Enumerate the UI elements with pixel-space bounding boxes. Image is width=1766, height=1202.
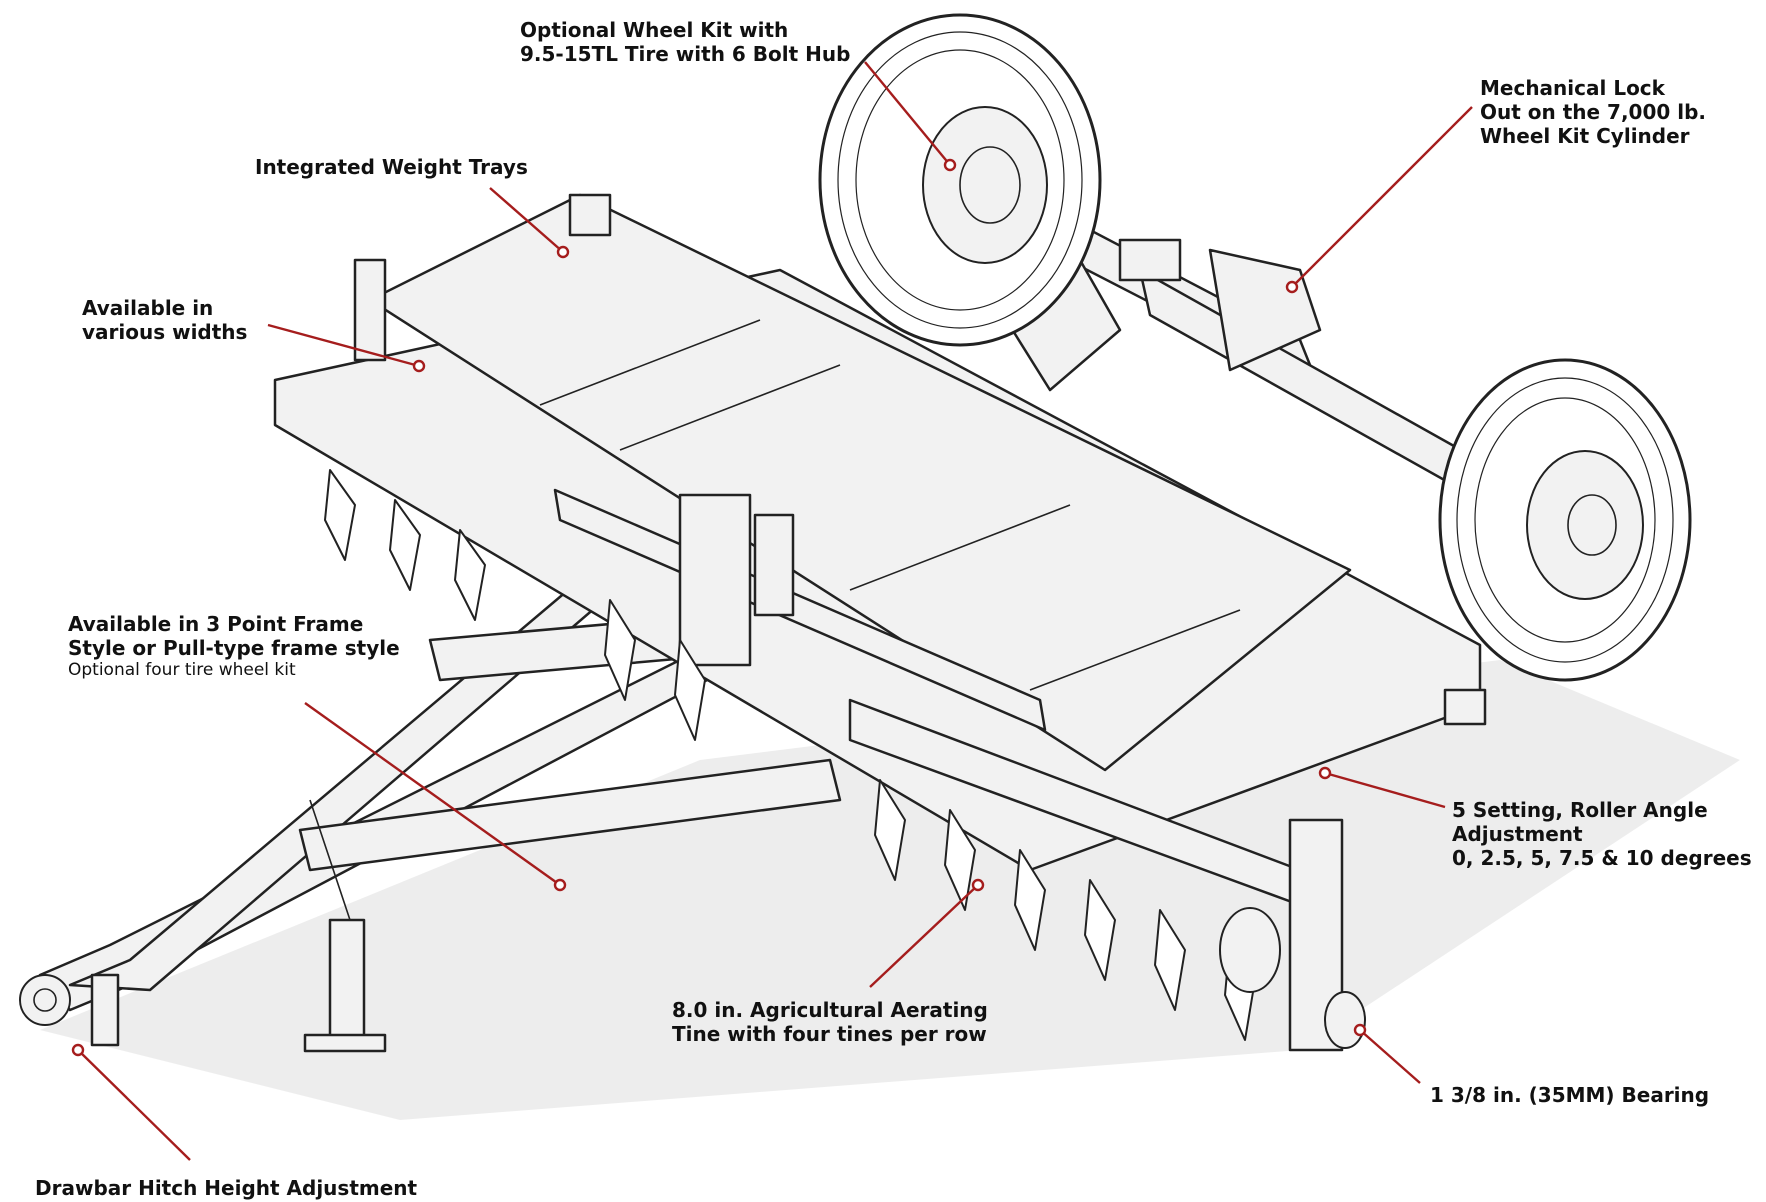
callout-hitch: Drawbar Hitch Height Adjustment [35, 1176, 417, 1200]
callout-widths: Available in various widths [82, 296, 247, 344]
wheel-lower [1438, 358, 1692, 682]
callout-roller-angle-line-2: Adjustment [1452, 822, 1583, 846]
callout-mechanical-lock: Mechanical Lock Out on the 7,000 lb. Whe… [1480, 76, 1706, 148]
callout-roller-angle-line-3: 0, 2.5, 5, 7.5 & 10 degrees [1452, 846, 1752, 870]
rear-axle [983, 173, 1482, 502]
callout-hitch-line-1: Drawbar Hitch Height Adjustment [35, 1176, 418, 1200]
callout-frame-style-line-1: Available in 3 Point Frame [68, 612, 364, 636]
tongue-frame [19, 578, 892, 1053]
callout-frame-style: Available in 3 Point Frame Style or Pull… [68, 612, 400, 680]
callout-widths-line-1: Available in [82, 296, 214, 320]
callout-tine-line-2: Tine with four tines per row [672, 1022, 987, 1046]
callout-widths-line-2: various widths [82, 320, 248, 344]
callout-tine-line-1: 8.0 in. Agricultural Aerating [672, 998, 988, 1022]
callout-mechanical-lock-line-1: Mechanical Lock [1480, 76, 1665, 100]
callout-tine: 8.0 in. Agricultural Aerating Tine with … [672, 998, 988, 1046]
callout-wheel-kit: Optional Wheel Kit with 9.5-15TL Tire wi… [520, 18, 850, 66]
callout-weight-trays-line-1: Integrated Weight Trays [255, 155, 528, 179]
callout-weight-trays: Integrated Weight Trays [255, 155, 528, 179]
leader-lines [71, 61, 1473, 1161]
main-frame [273, 193, 1487, 1052]
callout-frame-style-note: Optional four tire wheel kit [68, 660, 296, 680]
callout-frame-style-line-2: Style or Pull-type frame style [68, 636, 400, 660]
callout-wheel-kit-line-1: Optional Wheel Kit with [520, 18, 789, 42]
callout-roller-angle-line-1: 5 Setting, Roller Angle [1452, 798, 1708, 822]
callout-bearing: 1 3/8 in. (35MM) Bearing [1430, 1083, 1709, 1107]
callout-wheel-kit-line-2: 9.5-15TL Tire with 6 Bolt Hub [520, 42, 851, 66]
callout-mechanical-lock-line-3: Wheel Kit Cylinder [1480, 124, 1690, 148]
tine-gangs [324, 469, 1366, 1049]
wheel-upper [818, 13, 1102, 347]
callout-mechanical-lock-line-2: Out on the 7,000 lb. [1480, 100, 1707, 124]
callout-bearing-line-1: 1 3/8 in. (35MM) Bearing [1430, 1083, 1710, 1107]
callout-roller-angle: 5 Setting, Roller Angle Adjustment 0, 2.… [1452, 798, 1752, 870]
